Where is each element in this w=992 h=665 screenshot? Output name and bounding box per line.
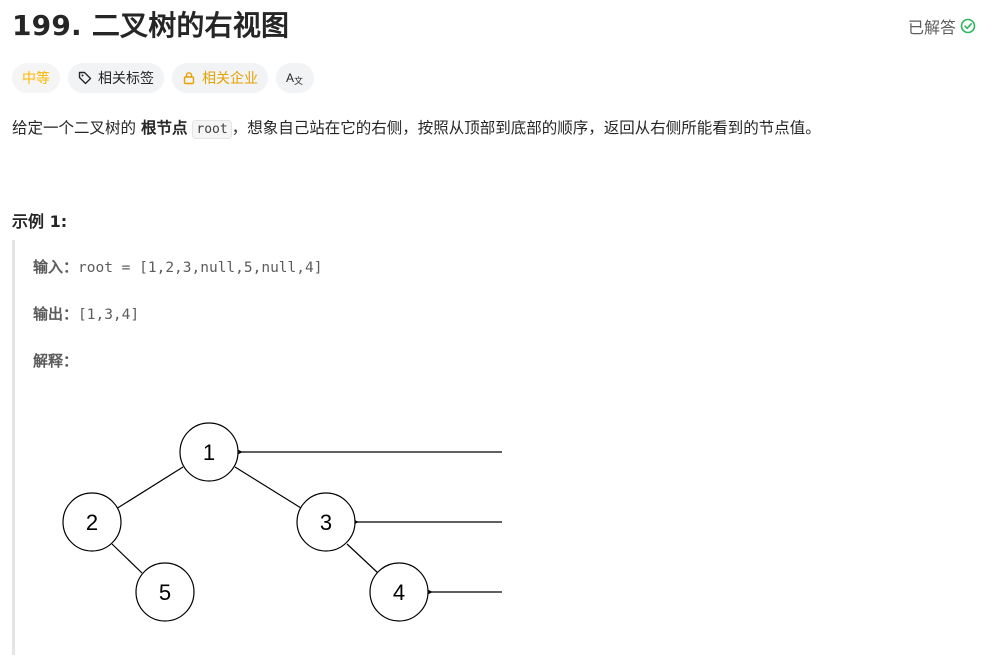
tree-node-4: 4 <box>369 562 429 622</box>
edge-1-3 <box>234 466 302 509</box>
example-title: 示例 1: <box>12 212 68 231</box>
tree-node-label: 4 <box>393 580 405 605</box>
example-output: 输出：[1,3,4] <box>33 303 139 324</box>
difficulty-label: 中等 <box>22 71 50 87</box>
desc-text-2: ，想象自己站在它的右侧，按照从顶部到底部的顺序，返回从右侧所能看到的节点值。 <box>231 119 821 137</box>
difficulty-badge: 中等 <box>12 63 60 93</box>
tree-node-2: 2 <box>62 492 122 552</box>
edge-3-4 <box>346 543 379 574</box>
desc-code-root: root <box>192 120 232 139</box>
tag-bar: 中等 相关标签 相关企业 A <box>12 63 314 93</box>
tree-node-label: 5 <box>159 580 171 605</box>
lock-icon <box>182 71 196 85</box>
output-label: 输出： <box>33 305 79 323</box>
related-tags-button[interactable]: 相关标签 <box>68 63 164 93</box>
tree-node-label: 2 <box>86 510 98 535</box>
edge-1-2 <box>115 466 184 510</box>
translate-button[interactable]: A 文 <box>276 63 314 93</box>
tree-node-1: 1 <box>179 422 239 482</box>
tag-icon <box>78 71 92 85</box>
binary-tree-diagram: 1 2 3 5 4 <box>62 422 502 622</box>
input-value: root = [1,2,3,null,5,null,4] <box>78 260 323 276</box>
edge-2-5 <box>111 543 143 574</box>
solved-status: 已解答 <box>908 14 976 38</box>
input-label: 输入： <box>33 258 79 276</box>
related-companies-button[interactable]: 相关企业 <box>172 63 268 93</box>
tree-node-5: 5 <box>135 562 195 622</box>
svg-text:文: 文 <box>294 75 303 86</box>
example-border <box>12 240 15 655</box>
example-explanation: 解释： <box>33 350 78 371</box>
solved-label: 已解答 <box>907 18 956 37</box>
related-companies-label: 相关企业 <box>202 71 258 87</box>
problem-description: 给定一个二叉树的 根节点 root，想象自己站在它的右侧，按照从顶部到底部的顺序… <box>12 116 821 142</box>
output-value: [1,3,4] <box>78 307 140 323</box>
desc-bold-root-node: 根节点 <box>140 119 188 137</box>
related-tags-label: 相关标签 <box>98 71 154 87</box>
desc-text-1: 给定一个二叉树的 <box>12 119 141 137</box>
tree-node-3: 3 <box>296 492 356 552</box>
tree-node-label: 1 <box>203 440 215 465</box>
example-input: 输入：root = [1,2,3,null,5,null,4] <box>33 256 322 277</box>
translate-icon: A 文 <box>286 70 304 86</box>
explain-label: 解释： <box>33 352 79 370</box>
problem-title: 199. 二叉树的右视图 <box>12 9 290 42</box>
check-circle-icon <box>960 18 976 34</box>
svg-text:A: A <box>286 71 294 85</box>
tree-node-label: 3 <box>320 510 332 535</box>
